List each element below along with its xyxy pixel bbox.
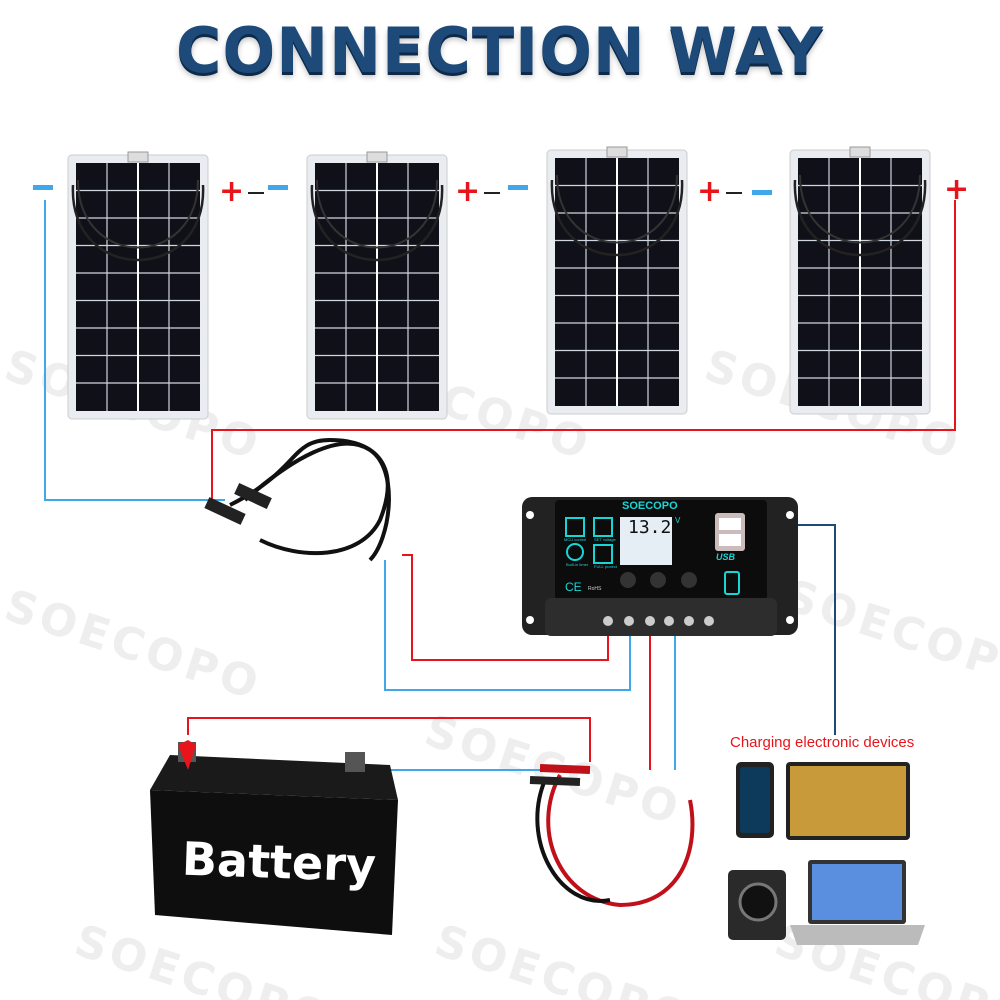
- negative-sign: [752, 190, 772, 195]
- series-link: [484, 192, 500, 194]
- positive-sign: +: [944, 172, 970, 207]
- devices-label: Charging electronic devices: [730, 734, 915, 751]
- positive-sign: +: [219, 174, 245, 209]
- page-title: CONNECTION WAY: [176, 14, 824, 87]
- positive-wire: [211, 200, 956, 505]
- negative-wire: [44, 200, 225, 501]
- battery-label: Battery: [181, 831, 377, 893]
- negative-sign: [268, 185, 288, 190]
- battery: [150, 740, 398, 935]
- series-link: [726, 192, 742, 194]
- solar-panel-1: [67, 151, 209, 420]
- devices: [728, 762, 925, 945]
- rohs-mark: RoHS: [588, 586, 602, 592]
- series-link: [248, 192, 264, 194]
- usb-label: USB: [716, 552, 736, 562]
- ce-mark: CE: [565, 580, 582, 594]
- positive-sign: +: [697, 174, 723, 209]
- negative-sign: [508, 185, 528, 190]
- charge-controller: [522, 497, 798, 636]
- positive-wire: [402, 554, 609, 661]
- feature-label: Built-in timer: [566, 562, 589, 567]
- feature-label: MCU control: [564, 537, 587, 542]
- voltage-readout: 13.2: [628, 517, 672, 538]
- solar-panel-3: [546, 146, 688, 415]
- positive-wire: [187, 717, 591, 762]
- negative-wire: [384, 560, 631, 691]
- positive-sign: +: [455, 174, 481, 209]
- feature-label: FULL protect: [594, 564, 617, 569]
- controller-brand: SOECOPO: [622, 500, 678, 512]
- solar-panel-2: [306, 151, 448, 420]
- voltage-unit: V: [675, 516, 681, 525]
- solar-panel-4: [789, 146, 931, 415]
- negative-sign: [33, 185, 53, 190]
- feature-label: SET voltage: [594, 537, 616, 542]
- alligator-clip-cable: [529, 764, 695, 908]
- mc4-extension-cable: [204, 437, 391, 562]
